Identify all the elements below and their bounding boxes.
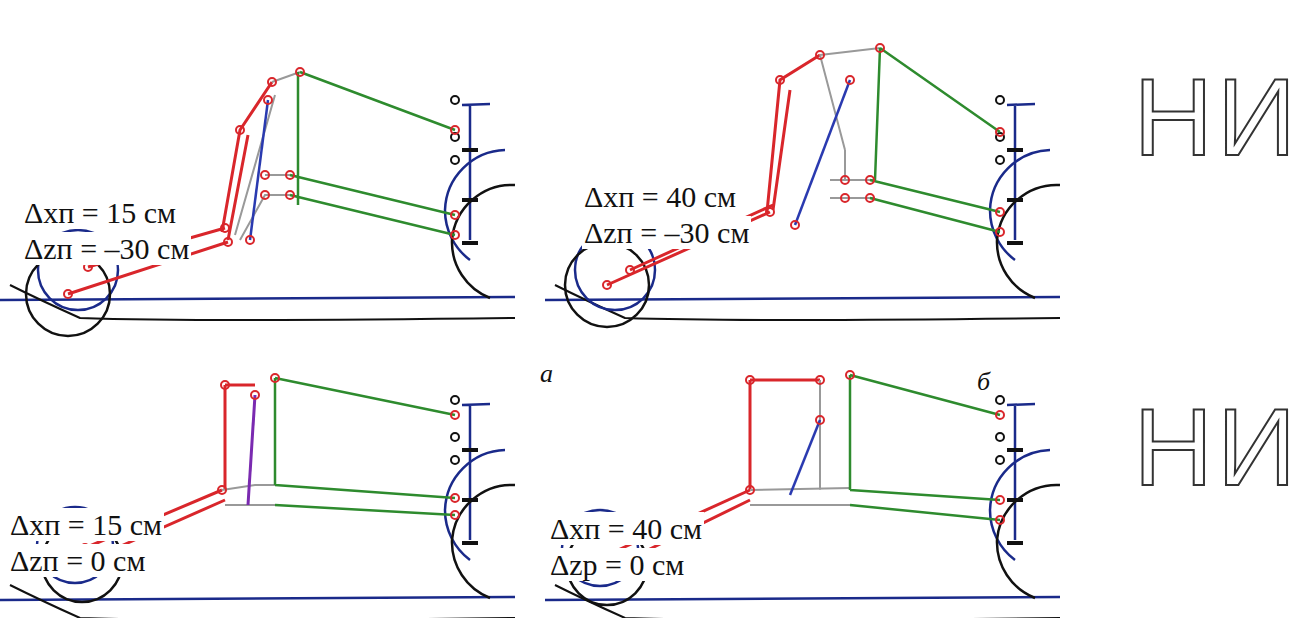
- displacement-label: Δxп = 15 см: [22, 196, 178, 229]
- panel-bottom-left: [0, 374, 515, 618]
- panel-bottom-right: [545, 371, 1060, 618]
- displacement-label: Δzп = –30 см: [582, 216, 751, 249]
- displacement-label: Δzп = –30 см: [22, 232, 191, 265]
- displacement-label: Δxп = 15 см: [8, 508, 164, 541]
- displacement-label: Δzп = 0 см: [8, 544, 147, 577]
- displacement-label: Δxп = 40 см: [548, 512, 704, 545]
- watermark-text: НИ: [1131, 62, 1302, 172]
- watermark-text: НИ: [1131, 392, 1302, 502]
- displacement-label: Δzp = 0 см: [548, 548, 686, 581]
- panel-letter: а: [538, 360, 555, 389]
- panel-top-right: [545, 44, 1060, 327]
- panel-top-left: [0, 68, 515, 336]
- displacement-label: Δxп = 40 см: [582, 180, 738, 213]
- panel-letter: б: [975, 368, 992, 397]
